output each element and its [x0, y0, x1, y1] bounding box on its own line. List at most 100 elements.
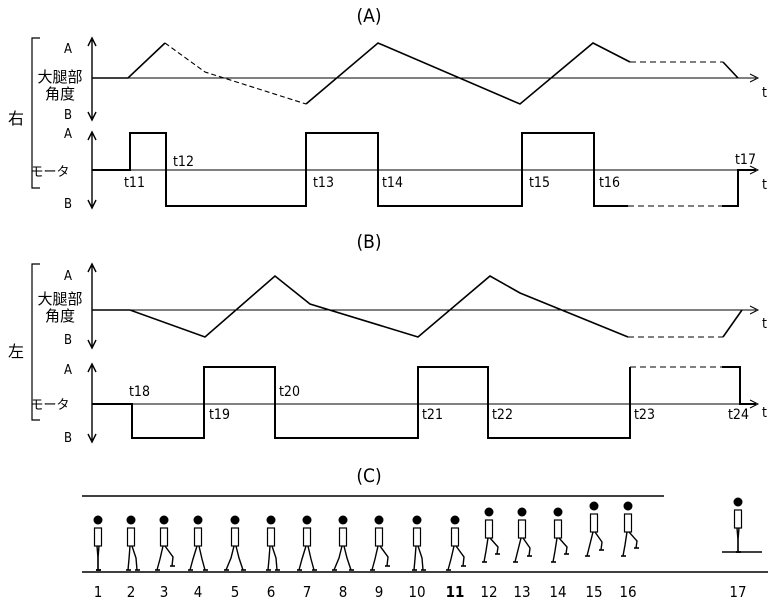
walking-figure — [188, 515, 208, 571]
time-axis-arrowhead — [749, 73, 760, 83]
walking-figure — [93, 515, 103, 571]
walking-figure — [297, 515, 317, 571]
thigh-angle-curve — [722, 61, 739, 79]
step-number: 16 — [619, 583, 636, 601]
step-number: 8 — [339, 583, 348, 601]
figure-head — [302, 515, 312, 525]
walking-figure — [266, 515, 280, 571]
panel-b-side-label: 左 — [8, 342, 24, 361]
time-axis-label: t — [762, 177, 767, 193]
panel-a-motor-chart: A モータ B t t11 t12 t13 t14 t15 t16 t17 — [30, 127, 767, 212]
figure-leg — [417, 545, 424, 571]
figure-head — [230, 515, 240, 525]
level-b-label: B — [64, 333, 72, 348]
walking-figure — [513, 507, 532, 563]
thigh-angle-label-line1: 大腿部 — [37, 290, 82, 308]
step-number: 17 — [729, 583, 746, 601]
thigh-angle-curve — [92, 42, 166, 79]
figure-torso — [266, 527, 276, 547]
figure-leg — [189, 545, 198, 571]
level-a-label: A — [64, 269, 72, 284]
motor-signal — [722, 366, 756, 405]
vertical-axis-arrow — [87, 36, 97, 122]
figure-leg — [483, 537, 489, 563]
figure-leg — [131, 545, 138, 571]
figure-head — [266, 515, 276, 525]
step-number: 5 — [231, 583, 240, 601]
step-number: 2 — [127, 583, 136, 601]
step-number: 3 — [160, 583, 169, 601]
figure-head — [126, 515, 136, 525]
figure-torso — [450, 527, 460, 547]
walking-figure — [733, 497, 743, 553]
level-a-label: A — [64, 42, 72, 57]
thigh-angle-curve — [305, 42, 631, 105]
motor-label: モータ — [30, 398, 69, 413]
panel-b-bracket — [31, 263, 40, 421]
figure-torso — [159, 527, 169, 547]
figure-torso — [517, 519, 527, 539]
figure-leg — [413, 545, 417, 571]
figure-torso — [623, 513, 633, 533]
timepoint-label: t11 — [124, 175, 145, 191]
motor-signal — [92, 132, 628, 207]
panel-a-side-label: 右 — [8, 109, 24, 128]
figure-leg — [371, 545, 379, 571]
timepoint-label: t23 — [634, 407, 655, 423]
figure-head — [589, 501, 599, 511]
walking-figure — [155, 515, 175, 571]
time-axis-label: t — [762, 405, 767, 421]
walking-figure — [126, 515, 140, 571]
figure-torso — [126, 527, 136, 547]
figure-leg — [455, 545, 465, 567]
figure-head — [450, 515, 460, 525]
step-number: 10 — [408, 583, 425, 601]
walking-figure — [551, 507, 569, 563]
thigh-angle-label-line2: 角度 — [45, 307, 75, 325]
panel-c-title: (C) — [356, 465, 381, 487]
timepoint-label: t18 — [129, 384, 150, 400]
walking-figure-sequence — [93, 497, 743, 571]
timepoint-label: t16 — [599, 175, 620, 191]
figure-leg — [594, 531, 603, 551]
figure-torso — [374, 527, 384, 547]
thigh-angle-curve — [722, 309, 743, 338]
time-axis-label: t — [762, 85, 767, 101]
step-number: 12 — [480, 583, 497, 601]
figure-leg — [379, 545, 389, 567]
figure-head — [517, 507, 527, 517]
figure-torso — [484, 519, 494, 539]
figure-leg — [514, 537, 522, 563]
panel-a-thigh-angle-chart: A 大腿部 角度 B t — [37, 36, 767, 123]
step-number: 11 — [446, 583, 465, 601]
timepoint-label: t24 — [728, 407, 749, 423]
time-axis-arrowhead — [749, 305, 760, 315]
figure-leg — [307, 545, 315, 571]
step-number: 7 — [303, 583, 312, 601]
vertical-axis-arrow — [87, 262, 97, 350]
figure-leg — [333, 545, 343, 571]
figure-head — [412, 515, 422, 525]
figure-leg — [343, 545, 352, 571]
figure-leg — [628, 531, 638, 549]
figure-torso — [338, 527, 348, 547]
panel-b-thigh-angle-chart: A 大腿部 角度 B t — [37, 262, 767, 350]
figure-leg — [198, 545, 206, 571]
walking-figure — [224, 515, 246, 571]
timepoint-label: t19 — [209, 407, 230, 423]
figure-head — [553, 507, 563, 517]
figure-head — [93, 515, 103, 525]
timepoint-label: t14 — [382, 175, 403, 191]
time-axis-label: t — [762, 316, 767, 332]
timepoint-label: t20 — [279, 384, 300, 400]
figure-leg — [447, 545, 455, 571]
walking-figure — [621, 501, 639, 557]
step-number: 13 — [513, 583, 530, 601]
step-number: 14 — [549, 583, 566, 601]
walking-figure — [585, 501, 604, 557]
step-number: 15 — [585, 583, 602, 601]
thigh-angle-curve-predicted — [164, 42, 307, 105]
figure-head — [338, 515, 348, 525]
figure-head — [623, 501, 633, 511]
